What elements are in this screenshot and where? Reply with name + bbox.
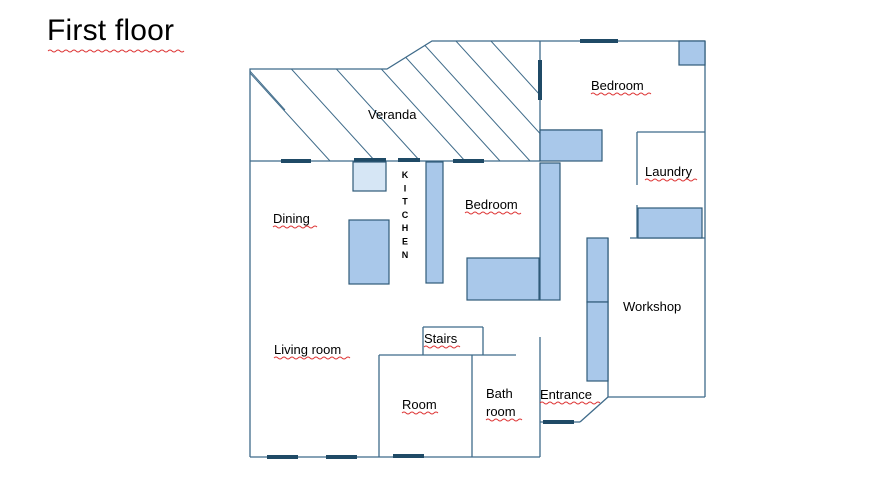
label-stairs: Stairs (424, 331, 458, 346)
furniture (348, 40, 706, 382)
veranda-hatch (250, 41, 540, 161)
kitchen-letter: I (404, 183, 407, 193)
label-room: Room (402, 397, 437, 412)
laundry-counter (637, 207, 703, 239)
kitchen-letter: T (402, 197, 408, 207)
label-living-room: Living room (274, 342, 341, 357)
page-title: First floor (47, 14, 175, 47)
bed (466, 257, 540, 301)
workshop-shelf-lower (586, 301, 609, 382)
label-laundry: Laundry (645, 164, 692, 179)
kitchen-letter: E (402, 237, 408, 247)
bedroom-top-wardrobe (539, 129, 603, 162)
label-veranda: Veranda (368, 107, 417, 122)
bedroom-wardrobe (539, 162, 561, 301)
corner-cabinet (678, 40, 706, 66)
label-bedroom-mid: Bedroom (465, 197, 518, 212)
windows (267, 39, 618, 459)
label-bath-line1: Bath (486, 386, 513, 401)
label-workshop: Workshop (623, 299, 681, 314)
kitchen-letter: K (402, 170, 409, 180)
room-labels: Veranda Bedroom Laundry Dining Bedroom W… (273, 78, 692, 419)
underline-squiggles (47, 49, 698, 422)
dining-table (348, 219, 390, 285)
workshop-shelf-upper (586, 237, 609, 303)
label-entrance: Entrance (540, 387, 592, 402)
kitchen-letter: C (402, 210, 409, 220)
label-dining: Dining (273, 211, 310, 226)
label-bath-line2: room (486, 404, 516, 419)
kitchen-letter: N (402, 250, 409, 260)
kitchen-letter: H (402, 223, 409, 233)
kitchen-box (352, 161, 387, 192)
label-bedroom-top: Bedroom (591, 78, 644, 93)
kitchen-counter (425, 161, 444, 284)
